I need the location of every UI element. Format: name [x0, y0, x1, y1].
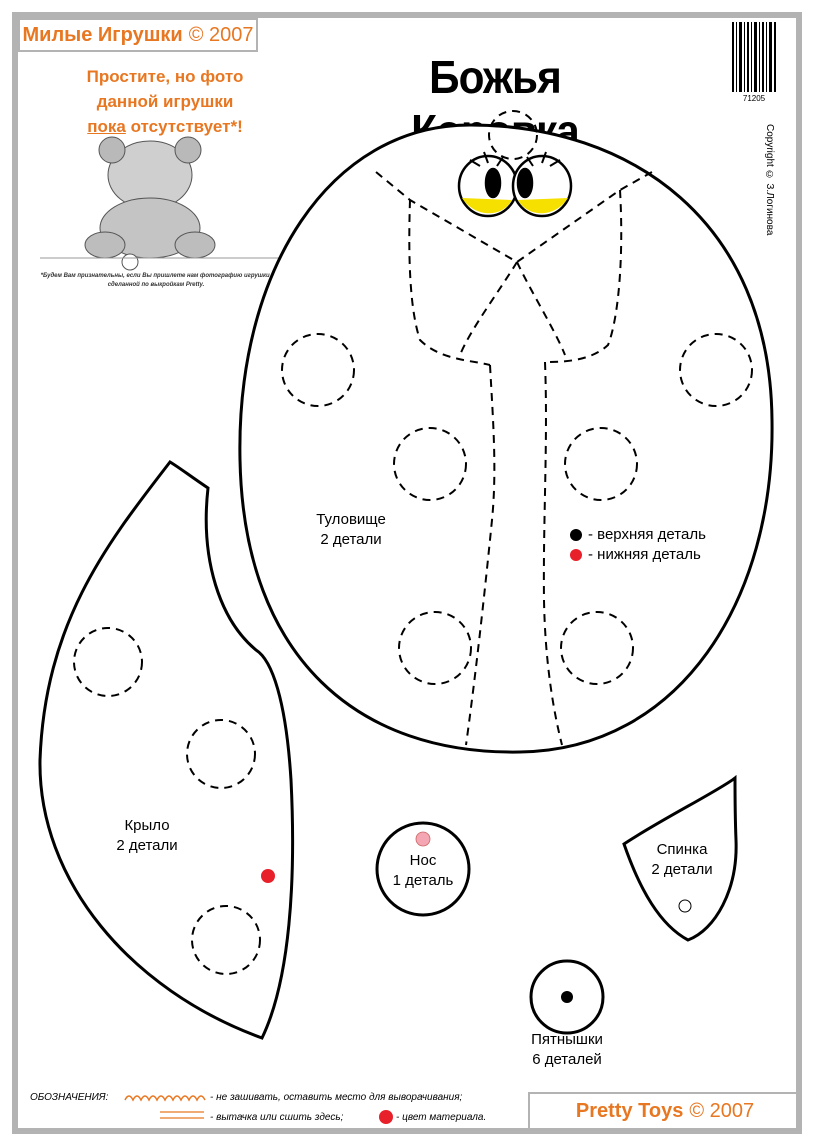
back-label-count: 2 детали [651, 861, 713, 878]
wing-label-count: 2 детали [116, 837, 178, 854]
material-text: - цвет материала. [396, 1112, 487, 1123]
dart-text: - вытачка или сшить здесь; [210, 1112, 344, 1123]
bottom-legend: ОБОЗНАЧЕНИЯ: - не зашивать, оставить мес… [18, 1086, 518, 1130]
back-piece [622, 774, 738, 942]
body-piece [238, 110, 774, 754]
wing-label: Крыло 2 детали [92, 816, 202, 856]
footnote-line-1: *Будем Вам признательны, если Вы пришлет… [40, 273, 272, 279]
black-dot-icon [570, 528, 582, 541]
photo-missing-notice: Простите, но фото данной игрушки пока от… [40, 64, 290, 139]
legend-bottom-text: - нижняя деталь [588, 546, 701, 563]
brand-name: Милые Игрушки [22, 23, 183, 46]
notice-rest: отсутствует*! [125, 117, 243, 136]
nose-label-name: Нос [409, 852, 437, 869]
wing-marker [261, 869, 275, 883]
nose-label-count: 1 деталь [392, 872, 454, 889]
nose-label: Нос 1 деталь [373, 851, 473, 891]
spots-label: Пятнышки 6 деталей [512, 1030, 622, 1070]
footer-brand-year: © 2007 [689, 1099, 755, 1122]
no-sew-row: - не зашивать, оставить место для вывора… [210, 1092, 462, 1103]
brand-box: Милые Игрушки © 2007 [18, 18, 258, 52]
spot-marker [561, 991, 573, 1003]
legend-label-row: ОБОЗНАЧЕНИЯ: [30, 1092, 108, 1103]
legend-label: ОБОЗНАЧЕНИЯ: [30, 1092, 109, 1103]
back-label: Спинка 2 детали [632, 840, 732, 880]
eyes-icon [457, 151, 573, 218]
notice-underlined: пока [87, 117, 126, 136]
footer-brand-box: Pretty Toys © 2007 [528, 1092, 802, 1130]
notice-line-3: пока отсутствует*! [40, 114, 290, 139]
spots-label-count: 6 деталей [532, 1051, 602, 1068]
footnote: *Будем Вам признательны, если Вы пришлет… [16, 272, 296, 290]
footnote-line-2: сделанной по выкройкам Pretty. [107, 282, 205, 288]
material-color-icon [379, 1110, 393, 1124]
material-row: - цвет материала. [396, 1112, 486, 1123]
dart-row: - вытачка или сшить здесь; [210, 1112, 343, 1123]
body-label-count: 2 детали [320, 531, 382, 548]
legend-top-text: - верхняя деталь [588, 526, 706, 543]
dart-lines-icon [160, 1111, 204, 1119]
wing-piece [38, 460, 295, 1040]
no-sew-text: - не зашивать, оставить место для вывора… [210, 1092, 463, 1103]
notice-line-2: данной игрушки [96, 92, 234, 111]
wing-label-name: Крыло [124, 817, 170, 834]
copyright: Copyright © З.Логинова [764, 124, 775, 236]
back-label-name: Спинка [656, 841, 708, 858]
barcode-number: 71205 [742, 94, 766, 103]
spots-label-name: Пятнышки [531, 1031, 603, 1048]
body-label: Туловище 2 детали [296, 510, 406, 550]
no-sew-squiggle-icon [124, 1095, 206, 1102]
back-marker [678, 899, 692, 913]
teddy-bear-icon [40, 136, 280, 271]
legend-bottom: - нижняя деталь [570, 546, 701, 563]
footer-brand-name: Pretty Toys [575, 1099, 684, 1122]
page-frame [12, 12, 802, 1134]
brand-year: © 2007 [188, 23, 254, 46]
red-dot-icon [570, 548, 582, 561]
legend-top: - верхняя деталь [570, 526, 706, 543]
barcode-icon [732, 22, 776, 92]
notice-line-1: Простите, но фото [86, 67, 244, 86]
body-label-name: Туловище [316, 511, 386, 528]
nose-marker [415, 831, 431, 847]
nose-piece [375, 821, 471, 917]
